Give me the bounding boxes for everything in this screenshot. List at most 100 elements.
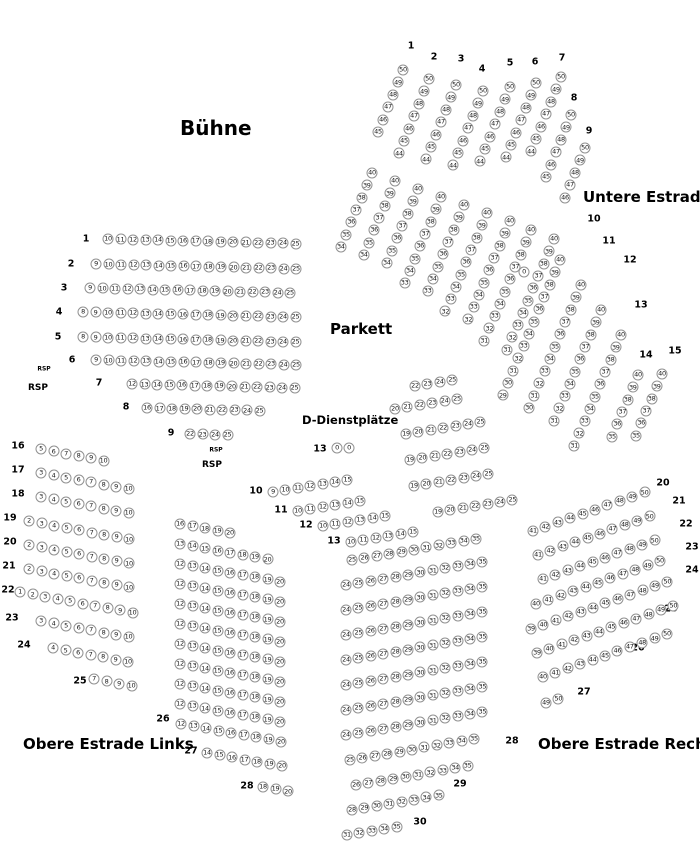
seat[interactable]: 34 bbox=[420, 791, 432, 803]
seat[interactable]: 9 bbox=[267, 486, 279, 498]
seat[interactable]: 50 bbox=[477, 85, 489, 97]
seat[interactable]: 23 bbox=[454, 446, 466, 458]
seat[interactable]: 34 bbox=[450, 281, 462, 293]
seat[interactable]: 38 bbox=[585, 329, 597, 341]
seat[interactable]: 35 bbox=[363, 237, 375, 248]
seat[interactable]: 45 bbox=[592, 577, 604, 588]
seat[interactable]: 7 bbox=[89, 600, 101, 612]
seat[interactable]: 37 bbox=[373, 212, 385, 224]
seat[interactable]: 47 bbox=[489, 118, 501, 130]
seat[interactable]: 24 bbox=[434, 376, 446, 388]
seat[interactable]: 20 bbox=[224, 527, 236, 539]
seat[interactable]: 16 bbox=[177, 333, 189, 345]
seat[interactable]: 10 bbox=[317, 520, 329, 532]
seat[interactable]: 44 bbox=[564, 512, 576, 524]
seat[interactable]: 40 bbox=[530, 598, 542, 610]
seat[interactable]: 17 bbox=[239, 754, 250, 766]
seat[interactable]: 13 bbox=[329, 499, 341, 511]
seat[interactable]: 26 bbox=[365, 675, 377, 687]
seat[interactable]: 20 bbox=[274, 696, 286, 708]
seat[interactable]: 9 bbox=[114, 604, 126, 616]
seat[interactable]: 8 bbox=[98, 577, 110, 589]
seat[interactable]: 15 bbox=[165, 308, 176, 320]
seat[interactable]: 45 bbox=[582, 532, 594, 544]
seat[interactable]: 44 bbox=[593, 626, 605, 637]
seat[interactable]: 12 bbox=[370, 532, 382, 544]
seat[interactable]: 18 bbox=[202, 334, 214, 346]
seat[interactable]: 39 bbox=[520, 236, 532, 248]
seat[interactable]: 34 bbox=[335, 241, 347, 253]
seat[interactable]: 10 bbox=[345, 536, 357, 548]
seat[interactable]: 8 bbox=[101, 675, 112, 687]
seat[interactable]: 26 bbox=[350, 779, 362, 791]
seat[interactable]: 19 bbox=[262, 613, 273, 625]
seat[interactable]: 35 bbox=[409, 253, 421, 264]
seat[interactable]: 28 bbox=[375, 775, 387, 787]
seat[interactable]: 39 bbox=[590, 316, 602, 328]
seat[interactable]: 12 bbox=[304, 480, 316, 492]
seat[interactable]: 33 bbox=[445, 293, 457, 305]
seat[interactable]: 25 bbox=[352, 652, 364, 664]
seat[interactable]: 6 bbox=[72, 647, 84, 659]
seat[interactable]: 27 bbox=[377, 598, 389, 610]
seat[interactable]: 10 bbox=[292, 505, 304, 517]
seat[interactable]: 11 bbox=[357, 534, 369, 546]
seat[interactable]: 14 bbox=[342, 497, 354, 509]
seat[interactable]: 39 bbox=[549, 266, 561, 278]
seat[interactable]: 10 bbox=[279, 484, 291, 496]
seat[interactable]: 37 bbox=[442, 236, 454, 248]
seat[interactable]: 2 bbox=[27, 588, 38, 600]
seat[interactable]: 15 bbox=[214, 749, 225, 761]
seat[interactable]: 46 bbox=[599, 552, 611, 563]
seat[interactable]: 10 bbox=[103, 354, 114, 366]
seat[interactable]: 34 bbox=[464, 708, 476, 720]
seat[interactable]: 31 bbox=[528, 390, 540, 402]
seat[interactable]: 50 bbox=[397, 64, 409, 76]
seat[interactable]: 17 bbox=[184, 284, 196, 296]
seat[interactable]: 49 bbox=[631, 515, 643, 527]
seat[interactable]: 10 bbox=[98, 455, 109, 466]
seat[interactable]: 33 bbox=[366, 825, 378, 837]
seat[interactable]: 2 bbox=[23, 563, 35, 575]
seat[interactable]: 32 bbox=[433, 539, 445, 551]
seat[interactable]: 5 bbox=[61, 570, 72, 582]
seat[interactable]: 48 bbox=[636, 637, 648, 649]
seat[interactable]: 19 bbox=[215, 357, 227, 369]
seat[interactable]: 15 bbox=[159, 284, 171, 296]
seat[interactable]: 24 bbox=[340, 704, 352, 716]
seat[interactable]: 43 bbox=[567, 585, 579, 597]
seat[interactable]: 39 bbox=[570, 291, 582, 303]
seat[interactable]: 32 bbox=[353, 827, 365, 839]
seat[interactable]: 46 bbox=[589, 504, 601, 515]
seat[interactable]: 8 bbox=[77, 306, 89, 318]
seat[interactable]: 4 bbox=[47, 642, 59, 654]
seat[interactable]: 44 bbox=[420, 153, 432, 165]
seat[interactable]: 47 bbox=[515, 114, 527, 126]
seat[interactable]: 10 bbox=[123, 483, 134, 495]
seat[interactable]: 35 bbox=[476, 556, 488, 568]
seat[interactable]: 19 bbox=[262, 693, 273, 705]
seat[interactable]: 16 bbox=[174, 518, 186, 530]
seat[interactable]: 23 bbox=[264, 381, 275, 393]
seat[interactable]: 35 bbox=[476, 656, 488, 668]
seat[interactable]: 28 bbox=[390, 571, 402, 583]
seat[interactable]: 15 bbox=[164, 379, 175, 391]
seat[interactable]: 29 bbox=[402, 594, 414, 605]
seat[interactable]: 22 bbox=[216, 404, 228, 416]
seat[interactable]: 9 bbox=[110, 654, 121, 665]
seat[interactable]: 33 bbox=[539, 365, 551, 377]
seat[interactable]: 21 bbox=[457, 502, 469, 514]
seat[interactable]: 21 bbox=[401, 401, 413, 413]
seat[interactable]: 25 bbox=[290, 336, 301, 348]
seat[interactable]: 48 bbox=[545, 96, 557, 108]
seat[interactable]: 25 bbox=[352, 577, 364, 589]
seat[interactable]: 42 bbox=[562, 610, 574, 622]
seat[interactable]: 20 bbox=[274, 576, 286, 588]
seat[interactable]: 24 bbox=[209, 429, 221, 441]
seat[interactable]: 45 bbox=[599, 597, 611, 609]
seat[interactable]: 45 bbox=[577, 508, 589, 520]
seat[interactable]: 15 bbox=[165, 333, 176, 345]
seat[interactable]: 12 bbox=[174, 698, 186, 710]
seat[interactable]: 11 bbox=[115, 332, 126, 344]
seat[interactable]: 17 bbox=[237, 629, 248, 641]
